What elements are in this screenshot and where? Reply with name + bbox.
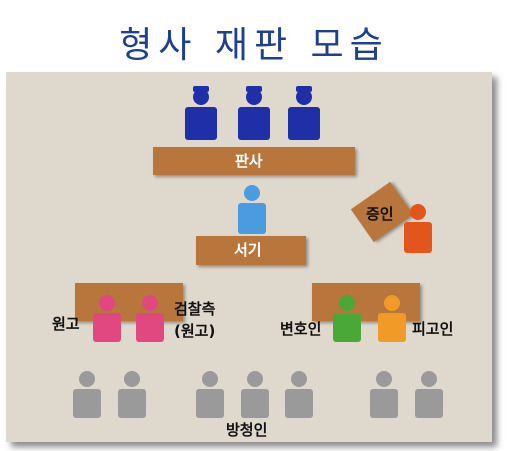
witness-label: 증인 [366,205,394,223]
prosecutor-label-line1: 검찰측 [174,300,216,318]
page-title: 형사 재판 모습 [119,25,389,66]
clerk-label: 서기 [234,241,262,259]
plaintiff-label: 원고 [52,315,80,333]
defendant-label: 피고인 [412,320,454,338]
clerk-person-icon [238,185,266,234]
audience-person-icon [285,371,313,418]
judge-person-icon [238,86,270,140]
audience-person-icon [73,371,101,418]
judge-label: 판사 [235,152,263,170]
audience-person-icon [196,371,224,418]
prosecutor-person-icon [93,295,121,342]
audience-person-icon [118,371,146,418]
audience-label: 방청인 [226,421,268,439]
defendant-person-icon [378,295,406,342]
audience-person-icon [370,371,398,418]
prosecutor-label-line2: (원고) [174,322,216,340]
lawyer-person-icon [333,295,361,342]
prosecutor-table [75,283,183,321]
judge-person-icon [185,86,217,140]
audience-person-icon [241,371,269,418]
witness-person-icon [404,204,432,253]
judge-person-icon [288,86,320,140]
lawyer-label: 변호인 [280,320,322,338]
audience-person-icon [415,371,443,418]
prosecutor-person-icon [136,295,164,342]
clerk-desk: 서기 [196,236,306,265]
judge-bench: 판사 [153,147,355,175]
